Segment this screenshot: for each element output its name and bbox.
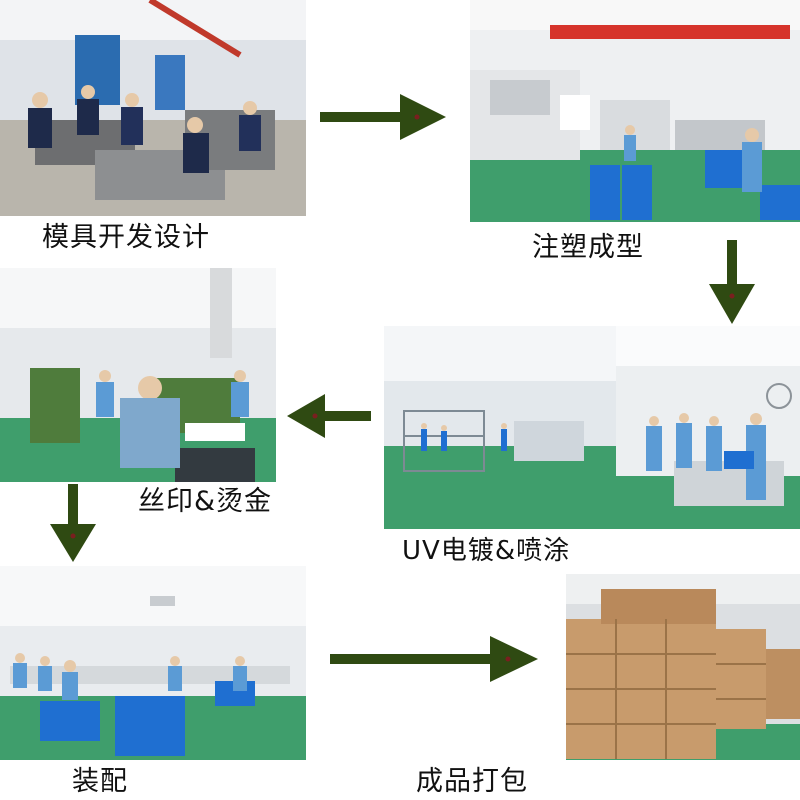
photo-injection-molding bbox=[470, 0, 800, 222]
arrow-down-icon bbox=[48, 484, 98, 564]
label-silk-screen-hot-stamping: 丝印&烫金 bbox=[138, 486, 273, 517]
photo-mold-design bbox=[0, 0, 306, 216]
arrow-right-icon bbox=[330, 634, 540, 684]
arrow-down-icon bbox=[707, 240, 757, 326]
photo-silk-screen-hot-stamping bbox=[0, 268, 276, 482]
arrow-right-icon bbox=[320, 92, 448, 142]
label-packing: 成品打包 bbox=[416, 766, 528, 797]
label-mold-design: 模具开发设计 bbox=[42, 222, 210, 253]
photo-assembly bbox=[0, 566, 306, 760]
label-injection-molding: 注塑成型 bbox=[532, 232, 644, 263]
label-uv-plating-spraying: UV电镀&喷涂 bbox=[402, 536, 571, 566]
photo-uv-plating-spraying bbox=[384, 326, 800, 529]
label-assembly: 装配 bbox=[72, 766, 128, 797]
arrow-left-icon bbox=[285, 392, 371, 440]
photo-packing bbox=[566, 574, 800, 760]
